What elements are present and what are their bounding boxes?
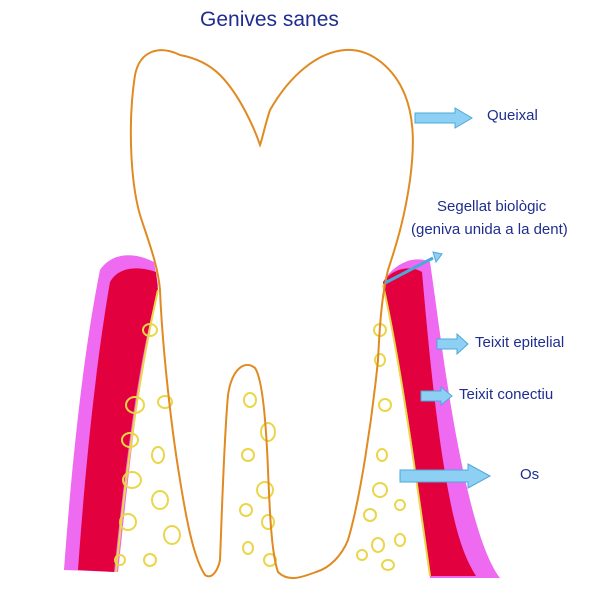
label-queixal: Queixal — [487, 107, 538, 124]
molar-tooth — [129, 48, 414, 579]
bone-edge-left — [115, 289, 159, 573]
label-segellat-line1: Segellat biològic — [437, 198, 547, 215]
gum-connective-left — [78, 268, 158, 572]
gum-connective-right — [383, 268, 476, 576]
bone-pebbles-middle — [239, 392, 277, 567]
arrow-segellat — [384, 251, 443, 285]
arrow-teixit-conectiu — [420, 385, 453, 407]
label-teixit-epitelial: Teixit epitelial — [475, 334, 565, 351]
diagram-title: Genives sanes — [200, 8, 339, 31]
bone-edge-right — [382, 284, 431, 577]
arrow-queixal — [414, 107, 473, 129]
label-teixit-conectiu: Teixit conectiu — [459, 386, 554, 403]
arrow-teixit-epitelial — [436, 332, 469, 356]
bone-pebbles-left — [114, 323, 181, 567]
arrow-os — [399, 463, 492, 489]
bone-left — [112, 295, 198, 572]
label-os: Os — [520, 466, 540, 483]
label-segellat-line2: (geniva unida a la dent) — [411, 221, 568, 238]
